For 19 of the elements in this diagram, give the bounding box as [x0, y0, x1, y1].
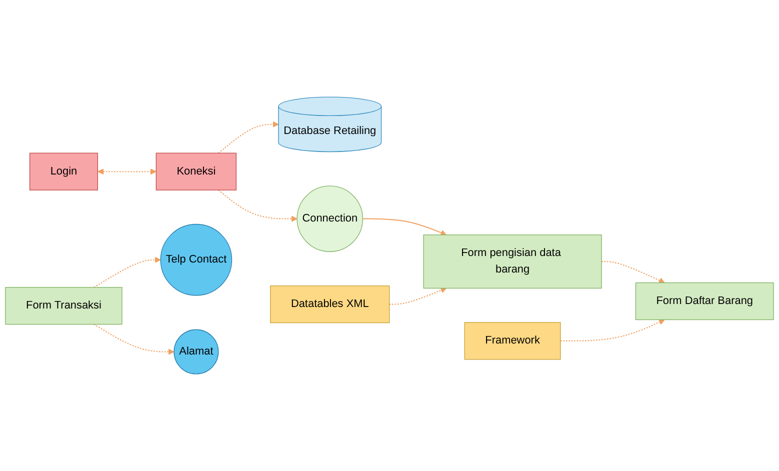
arrow [94, 256, 161, 288]
node-box: Login [29, 152, 98, 190]
arrow [98, 168, 156, 175]
node-box: Koneksi [156, 152, 237, 190]
arrow [218, 121, 279, 154]
arrow [362, 218, 447, 236]
node-box: Datatables XML [270, 285, 390, 324]
node-box: Form pengisian data barang [423, 234, 602, 289]
arrow [218, 190, 298, 222]
arrow [560, 319, 665, 342]
node-box: Form Daftar Barang [635, 282, 774, 320]
node-circle: Alamat [174, 329, 219, 374]
arrow [602, 261, 665, 284]
node-box: Form Transaksi [5, 287, 122, 325]
arrow [94, 324, 174, 355]
node-circle: Telp Contact [160, 224, 232, 296]
node-box: Framework [464, 322, 561, 360]
arrow [389, 287, 447, 305]
node-circle: Connection [296, 186, 364, 252]
